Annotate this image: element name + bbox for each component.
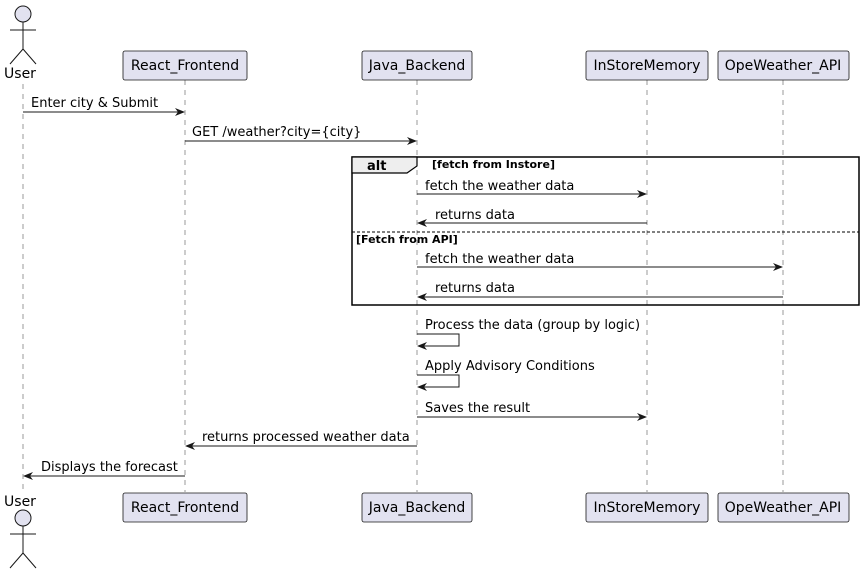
messages: Enter city & Submit GET /weather?city={c… xyxy=(23,96,783,480)
arrow-head-right-icon xyxy=(407,137,417,145)
arrow-head-left-icon xyxy=(417,219,427,227)
participant-box xyxy=(122,50,248,81)
message-returns-instore: returns data xyxy=(417,208,647,227)
participant-box xyxy=(585,492,709,523)
participant-java-backend-top: Java_Backend xyxy=(361,50,473,81)
arrow-head-right-icon xyxy=(637,413,647,421)
alt-keyword: alt xyxy=(367,159,386,174)
participants-bottom: User React_Frontend Java_Backend InStore… xyxy=(4,492,850,569)
message-returns-processed: returns processed weather data xyxy=(185,430,417,450)
message-label: GET /weather?city={city} xyxy=(192,125,361,140)
alt-frame xyxy=(351,156,860,306)
message-label: Saves the result xyxy=(425,401,530,416)
actor-user-bottom: User xyxy=(4,494,37,569)
message-label: Process the data (group by logic) xyxy=(425,318,640,333)
participant-label-java-backend: Java_Backend xyxy=(368,58,465,74)
participant-openweather-api-bottom: OpeWeather_API xyxy=(717,492,850,523)
actor-body xyxy=(9,526,37,569)
participant-react-frontend-bottom: React_Frontend xyxy=(122,492,248,523)
arrow-head-left-icon xyxy=(185,442,195,450)
alt-guard-instore: [fetch from Instore] xyxy=(432,158,555,171)
arrow-head-left-icon xyxy=(417,383,427,391)
participant-box xyxy=(361,50,473,81)
message-label: returns data xyxy=(435,208,515,223)
message-label: fetch the weather data xyxy=(425,179,574,194)
participant-react-frontend-top: React_Frontend xyxy=(122,50,248,81)
actor-body xyxy=(9,22,37,65)
message-get-weather: GET /weather?city={city} xyxy=(185,125,417,145)
participant-box xyxy=(717,492,850,523)
lifelines xyxy=(22,80,784,492)
message-fetch-instore: fetch the weather data xyxy=(417,179,647,198)
participant-label-user: User xyxy=(4,494,36,510)
actor-head xyxy=(14,5,32,23)
message-label: Apply Advisory Conditions xyxy=(425,359,595,374)
participant-box xyxy=(122,492,248,523)
actor-user-top: User xyxy=(4,5,37,82)
message-apply-advisory: Apply Advisory Conditions xyxy=(417,359,595,391)
message-line xyxy=(417,374,460,388)
arrow-head-left-icon xyxy=(417,293,427,301)
arrow-head-right-icon xyxy=(773,263,783,271)
message-label: returns processed weather data xyxy=(202,430,410,445)
participant-label-user: User xyxy=(4,66,36,82)
participant-label-openweather-api: OpeWeather_API xyxy=(725,58,842,74)
message-save-result: Saves the result xyxy=(417,401,647,421)
actor-head xyxy=(14,509,32,527)
participant-label-openweather-api: OpeWeather_API xyxy=(725,500,842,516)
participants-top: User React_Frontend Java_Backend InStore… xyxy=(4,5,850,82)
participant-label-react-frontend: React_Frontend xyxy=(131,58,239,74)
message-returns-api: returns data xyxy=(417,281,783,301)
message-enter-city: Enter city & Submit xyxy=(23,96,185,116)
arrow-head-right-icon xyxy=(175,108,185,116)
participant-box xyxy=(361,492,473,523)
message-display-forecast: Displays the forecast xyxy=(23,460,185,480)
arrow-head-left-icon xyxy=(417,342,427,350)
participant-instore-memory-bottom: InStoreMemory xyxy=(585,492,709,523)
participant-label-instore-memory: InStoreMemory xyxy=(594,58,701,74)
alt-tab xyxy=(351,156,418,174)
alt-fragment: alt [fetch from Instore] [Fetch from API… xyxy=(351,156,860,306)
arrow-head-right-icon xyxy=(637,190,647,198)
participant-box xyxy=(585,50,709,81)
arrow-head-left-icon xyxy=(23,472,33,480)
message-line xyxy=(417,333,460,347)
participant-box xyxy=(717,50,850,81)
alt-guard-api: [Fetch from API] xyxy=(356,233,458,246)
message-label: returns data xyxy=(435,281,515,296)
participant-label-java-backend: Java_Backend xyxy=(368,500,465,516)
participant-label-react-frontend: React_Frontend xyxy=(131,500,239,516)
participant-java-backend-bottom: Java_Backend xyxy=(361,492,473,523)
participant-openweather-api-top: OpeWeather_API xyxy=(717,50,850,81)
message-label: Displays the forecast xyxy=(41,460,178,475)
participant-label-instore-memory: InStoreMemory xyxy=(594,500,701,516)
message-label: Enter city & Submit xyxy=(31,96,158,111)
participant-instore-memory-top: InStoreMemory xyxy=(585,50,709,81)
message-process-data: Process the data (group by logic) xyxy=(417,318,640,350)
message-fetch-api: fetch the weather data xyxy=(417,252,783,271)
message-label: fetch the weather data xyxy=(425,252,574,267)
